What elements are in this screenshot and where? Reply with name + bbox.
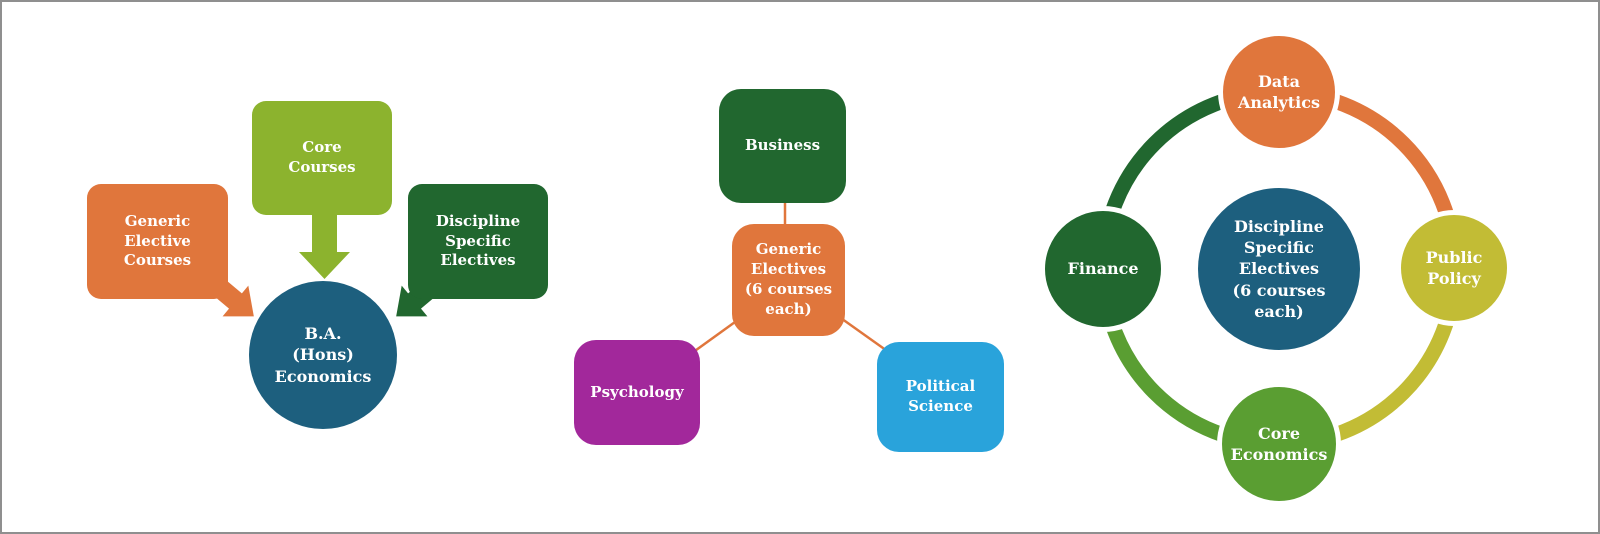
node-label: Political Science — [905, 377, 976, 415]
node-label: Data Analytics — [1237, 71, 1320, 112]
node-label: Finance — [1067, 259, 1139, 279]
node-label: Psychology — [590, 382, 684, 401]
node-data-analytics: Data Analytics — [1218, 31, 1340, 153]
node-label: Generic Elective Courses — [123, 211, 192, 270]
node-label: Business — [744, 136, 821, 155]
node-core-courses: Core Courses — [252, 101, 392, 215]
node-generic-electives-hub: Generic Electives (6 courses each) — [732, 224, 845, 336]
node-label: Discipline Specific Electives — [435, 211, 521, 270]
node-label: Core Courses — [288, 138, 356, 176]
node-discipline-specific-electives: Discipline Specific Electives — [408, 184, 548, 299]
node-psychology: Psychology — [574, 340, 700, 445]
node-public-policy: Public Policy — [1396, 210, 1512, 326]
node-label: B.A. (Hons) Economics — [274, 324, 372, 386]
node-label: Generic Electives (6 courses each) — [744, 240, 833, 318]
node-ba-hons-economics: B.A. (Hons) Economics — [249, 281, 397, 429]
node-label: Core Economics — [1230, 423, 1328, 464]
node-core-economics: Core Economics — [1217, 382, 1341, 506]
node-political-science: Political Science — [877, 342, 1004, 452]
down-arrow-icon — [299, 215, 350, 279]
node-label: Public Policy — [1425, 247, 1483, 288]
node-generic-elective-courses: Generic Elective Courses — [87, 184, 228, 299]
node-business: Business — [719, 89, 846, 203]
node-discipline-specific-electives-center: Discipline Specific Electives (6 courses… — [1198, 188, 1360, 350]
node-label: Discipline Specific Electives (6 courses… — [1232, 217, 1326, 321]
node-finance: Finance — [1040, 206, 1166, 332]
